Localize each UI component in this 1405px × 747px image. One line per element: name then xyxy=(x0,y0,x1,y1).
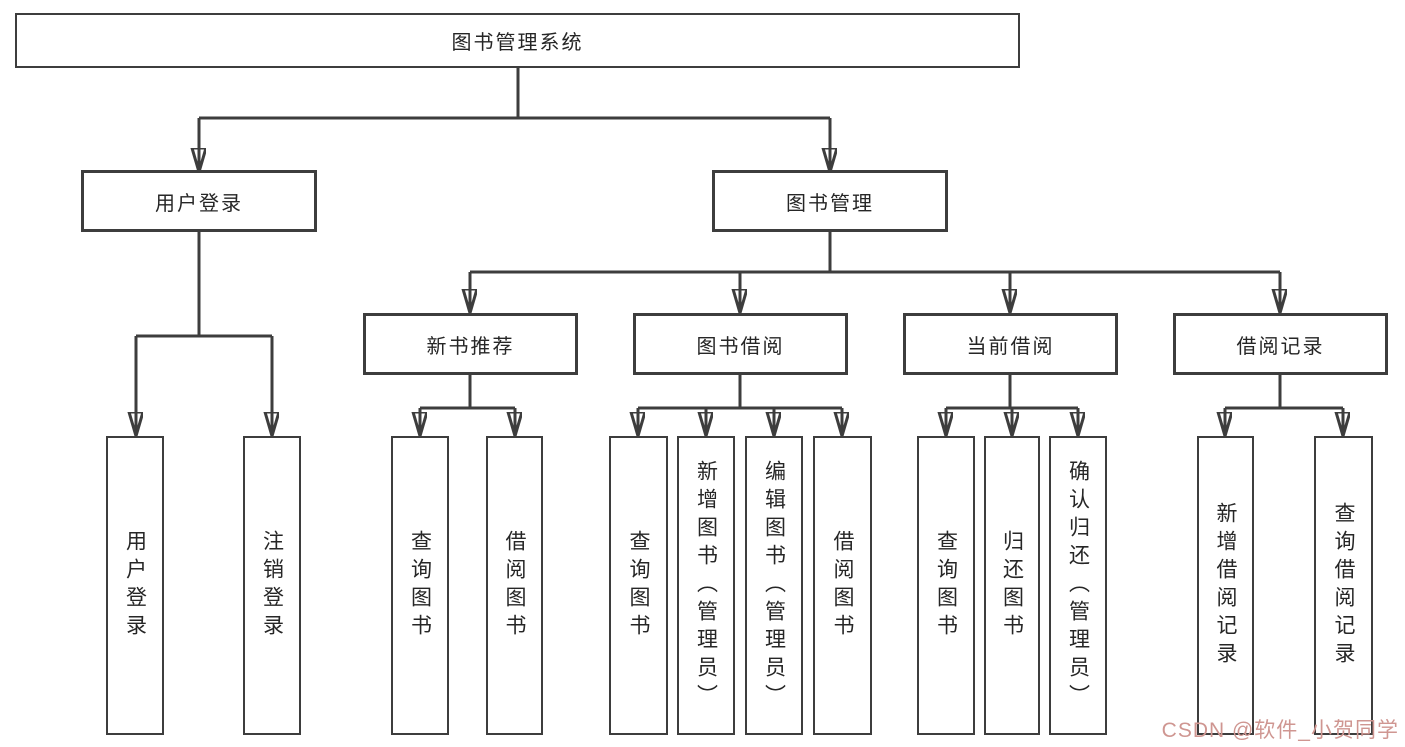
leaf-user-login: 用户登录 xyxy=(106,436,164,735)
watermark: CSDN @软件_小贺同学 xyxy=(1161,719,1399,742)
leaf-current-confirm-return-admin: 确认归还（管理员） xyxy=(1049,436,1107,735)
node-label: 借阅记录 xyxy=(1236,335,1325,358)
node-label: 查询图书 xyxy=(408,529,432,642)
leaf-borrow-edit-books-admin: 编辑图书（管理员） xyxy=(745,436,803,735)
node-label: 查询图书 xyxy=(934,529,958,642)
node-label: 归还图书 xyxy=(1000,529,1024,642)
node-label: 用户登录 xyxy=(123,529,147,642)
leaf-borrow-borrow-books: 借阅图书 xyxy=(813,436,872,735)
node-borrow-records: 借阅记录 xyxy=(1173,313,1388,375)
node-user-login: 用户登录 xyxy=(81,170,317,232)
node-label: 查询借阅记录 xyxy=(1332,501,1355,670)
node-new-book-recommend: 新书推荐 xyxy=(363,313,578,375)
node-label: 借阅图书 xyxy=(503,529,526,642)
leaf-newbook-borrow-books: 借阅图书 xyxy=(486,436,543,735)
node-book-borrow: 图书借阅 xyxy=(633,313,848,375)
leaf-borrow-add-books-admin: 新增图书（管理员） xyxy=(677,436,735,735)
node-label: 新增图书（管理员） xyxy=(694,459,718,712)
node-book-management: 图书管理 xyxy=(712,170,948,232)
node-label: 借阅图书 xyxy=(831,529,854,642)
leaf-current-query-books: 查询图书 xyxy=(917,436,975,735)
node-label: 当前借阅 xyxy=(966,335,1055,358)
node-label: 注销登录 xyxy=(260,529,284,642)
node-label: 新书推荐 xyxy=(426,335,515,358)
leaf-newbook-query-books: 查询图书 xyxy=(391,436,449,735)
node-label: 图书借阅 xyxy=(696,335,785,358)
node-label: 编辑图书（管理员） xyxy=(762,459,786,712)
node-label: 查询图书 xyxy=(627,529,650,642)
node-current-borrow: 当前借阅 xyxy=(903,313,1118,375)
node-root: 图书管理系统 xyxy=(15,13,1020,68)
leaf-records-query-record: 查询借阅记录 xyxy=(1314,436,1373,735)
node-label: 图书管理 xyxy=(786,192,874,215)
node-label: 确认归还（管理员） xyxy=(1066,459,1090,712)
leaf-current-return-books: 归还图书 xyxy=(984,436,1040,735)
leaf-borrow-query-books: 查询图书 xyxy=(609,436,668,735)
node-label: 用户登录 xyxy=(155,192,243,215)
leaf-records-add-record: 新增借阅记录 xyxy=(1197,436,1254,735)
node-label: 新增借阅记录 xyxy=(1214,501,1237,670)
node-label: 图书管理系统 xyxy=(451,32,584,54)
leaf-logout: 注销登录 xyxy=(243,436,301,735)
